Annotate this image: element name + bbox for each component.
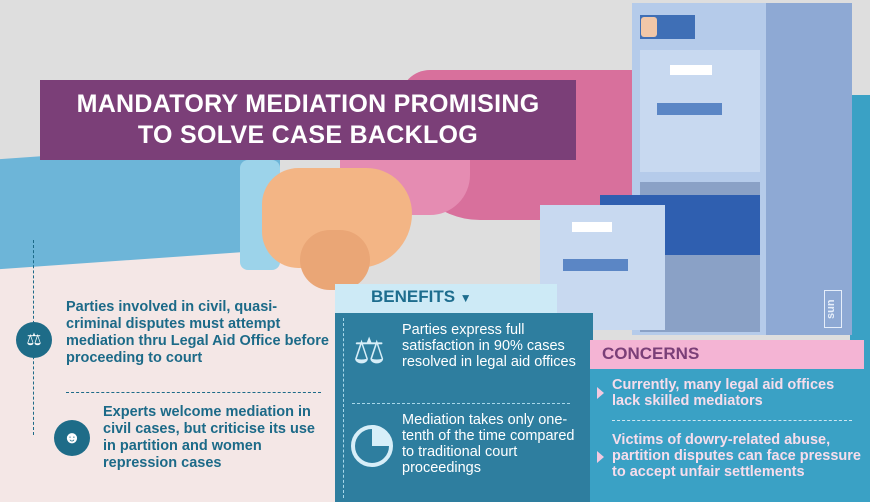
title-line-2: TO SOLVE CASE BACKLOG bbox=[137, 121, 479, 149]
drawer-label bbox=[572, 222, 612, 232]
scales-justice-icon: ⚖ bbox=[353, 330, 386, 371]
clock-pie-icon bbox=[351, 425, 393, 467]
left-point-2: Experts welcome mediation in civil cases… bbox=[103, 404, 315, 471]
concern-item-2: Victims of dowry-related abuse, partitio… bbox=[612, 432, 861, 480]
benefits-panel bbox=[335, 313, 593, 502]
divider bbox=[612, 420, 852, 421]
right-teal-strip bbox=[850, 95, 870, 502]
benefit-item-1: Parties express full satisfaction in 90%… bbox=[402, 322, 576, 370]
benefit-item-2: Mediation takes only one-tenth of the ti… bbox=[402, 412, 575, 476]
benefits-header: BENEFITS ▼ bbox=[335, 284, 557, 313]
person-avatar-icon bbox=[641, 17, 657, 37]
benefits-title: BENEFITS bbox=[371, 287, 456, 306]
left-background bbox=[0, 235, 345, 502]
caret-down-icon: ▼ bbox=[459, 291, 472, 305]
brand-logo: sun bbox=[824, 290, 842, 328]
page-title: MANDATORY MEDIATION PROMISING TO SOLVE C… bbox=[40, 80, 576, 160]
divider bbox=[352, 403, 570, 404]
court-building-icon: ⚖ bbox=[16, 322, 52, 358]
concern-item-1: Currently, many legal aid offices lack s… bbox=[612, 377, 835, 409]
concerns-header: CONCERNS bbox=[590, 340, 864, 369]
left-point-1: Parties involved in civil, quasi-crimina… bbox=[66, 299, 329, 366]
bullet-arrow-icon bbox=[597, 451, 604, 463]
file-cabinet-side bbox=[766, 3, 852, 335]
hand-fingers-illustration bbox=[300, 230, 370, 290]
drawer-handle bbox=[563, 259, 628, 271]
expert-user-icon: ☻ bbox=[54, 420, 90, 456]
drawer-handle bbox=[657, 103, 722, 115]
title-line-1: MANDATORY MEDIATION PROMISING bbox=[76, 90, 540, 118]
bullet-arrow-icon bbox=[597, 387, 604, 399]
drawer-label bbox=[670, 65, 712, 75]
benefits-timeline bbox=[343, 318, 344, 498]
divider bbox=[66, 392, 321, 393]
